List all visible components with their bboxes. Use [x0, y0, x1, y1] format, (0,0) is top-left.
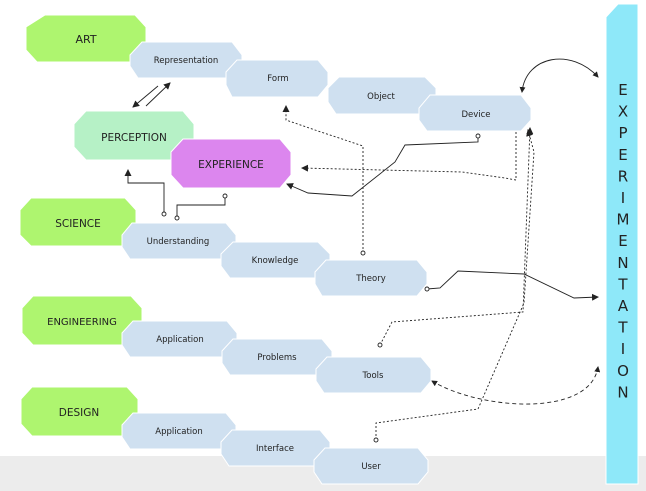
endpoint-understanding-b: [174, 215, 180, 221]
curve-arrow-top: [519, 58, 599, 93]
category-art: ART: [25, 14, 147, 63]
item-device: Device: [418, 94, 532, 132]
connector-understanding-perception: [124, 169, 165, 214]
endpoint-user: [373, 437, 379, 443]
category-art-label: ART: [75, 33, 96, 46]
item-application-engineering-label: Application: [156, 335, 204, 345]
experimentation-letter: E: [618, 81, 627, 99]
endpoint-theory-right: [424, 286, 430, 292]
experimentation-letter: N: [617, 254, 628, 272]
item-understanding-label: Understanding: [147, 237, 210, 247]
category-perception-label: PERCEPTION: [101, 132, 167, 144]
experimentation-letter: O: [617, 362, 629, 380]
item-user-label: User: [361, 462, 381, 472]
category-science-label: SCIENCE: [55, 218, 101, 230]
experimentation-letter: I: [621, 189, 625, 207]
experimentation-letter: A: [618, 297, 629, 315]
endpoint-understanding-a: [161, 211, 167, 217]
item-interface-label: Interface: [256, 444, 294, 454]
item-understanding: Understanding: [121, 222, 237, 260]
category-design: DESIGN: [20, 386, 139, 437]
item-theory-label: Theory: [355, 274, 386, 284]
category-experience: EXPERIENCE: [170, 138, 292, 189]
connector-art-perception-down: [132, 85, 159, 108]
connector-art-perception-up: [145, 82, 171, 107]
connector-theory-form: [282, 105, 364, 253]
item-form-label: Form: [267, 74, 288, 84]
experimentation-letter: T: [617, 319, 628, 337]
experimentation-letter: P: [618, 124, 627, 142]
item-application-engineering: Application: [121, 320, 238, 358]
connector-understanding-experience: [176, 196, 226, 218]
item-representation-label: Representation: [154, 56, 219, 66]
item-knowledge-label: Knowledge: [252, 256, 299, 266]
category-experience-label: EXPERIENCE: [198, 159, 264, 171]
experimentation-letter: I: [621, 340, 625, 358]
item-user: User: [313, 447, 429, 485]
item-form: Form: [225, 59, 329, 98]
connector-theory-experimentation: [426, 270, 599, 301]
item-device-label: Device: [461, 110, 490, 120]
item-tools-label: Tools: [362, 371, 385, 381]
connector-device-experience: [286, 136, 479, 197]
endpoint-tools: [377, 342, 383, 348]
experimentation-letter: E: [618, 232, 627, 250]
category-design-label: DESIGN: [59, 407, 99, 419]
experimentation-letter: R: [618, 167, 628, 185]
connector-device-experience-dotted: [301, 128, 517, 181]
experimentation-letter: M: [617, 211, 630, 229]
connector-user-device: [375, 129, 535, 440]
endpoint-device: [475, 133, 481, 139]
category-perception: PERCEPTION: [73, 110, 195, 161]
item-tools: Tools: [315, 356, 432, 394]
item-application-design: Application: [121, 412, 237, 450]
experimentation-letter: X: [618, 103, 628, 121]
item-application-design-label: Application: [155, 427, 203, 437]
item-representation: Representation: [129, 41, 243, 79]
category-science: SCIENCE: [19, 197, 137, 247]
connector-tools-device: [379, 127, 534, 346]
endpoint-theory-top: [360, 250, 366, 256]
experimentation-letter: T: [617, 275, 628, 293]
item-theory: Theory: [314, 259, 428, 297]
endpoint-experience: [222, 193, 228, 199]
item-problems-label: Problems: [257, 353, 297, 363]
curve-arrow-bottom: [431, 366, 601, 405]
category-engineering-label: ENGINEERING: [47, 317, 117, 328]
item-knowledge: Knowledge: [220, 241, 331, 279]
experimentation-letter: N: [617, 383, 628, 401]
item-object-label: Object: [367, 92, 395, 102]
experimentation-letter: E: [618, 146, 627, 164]
